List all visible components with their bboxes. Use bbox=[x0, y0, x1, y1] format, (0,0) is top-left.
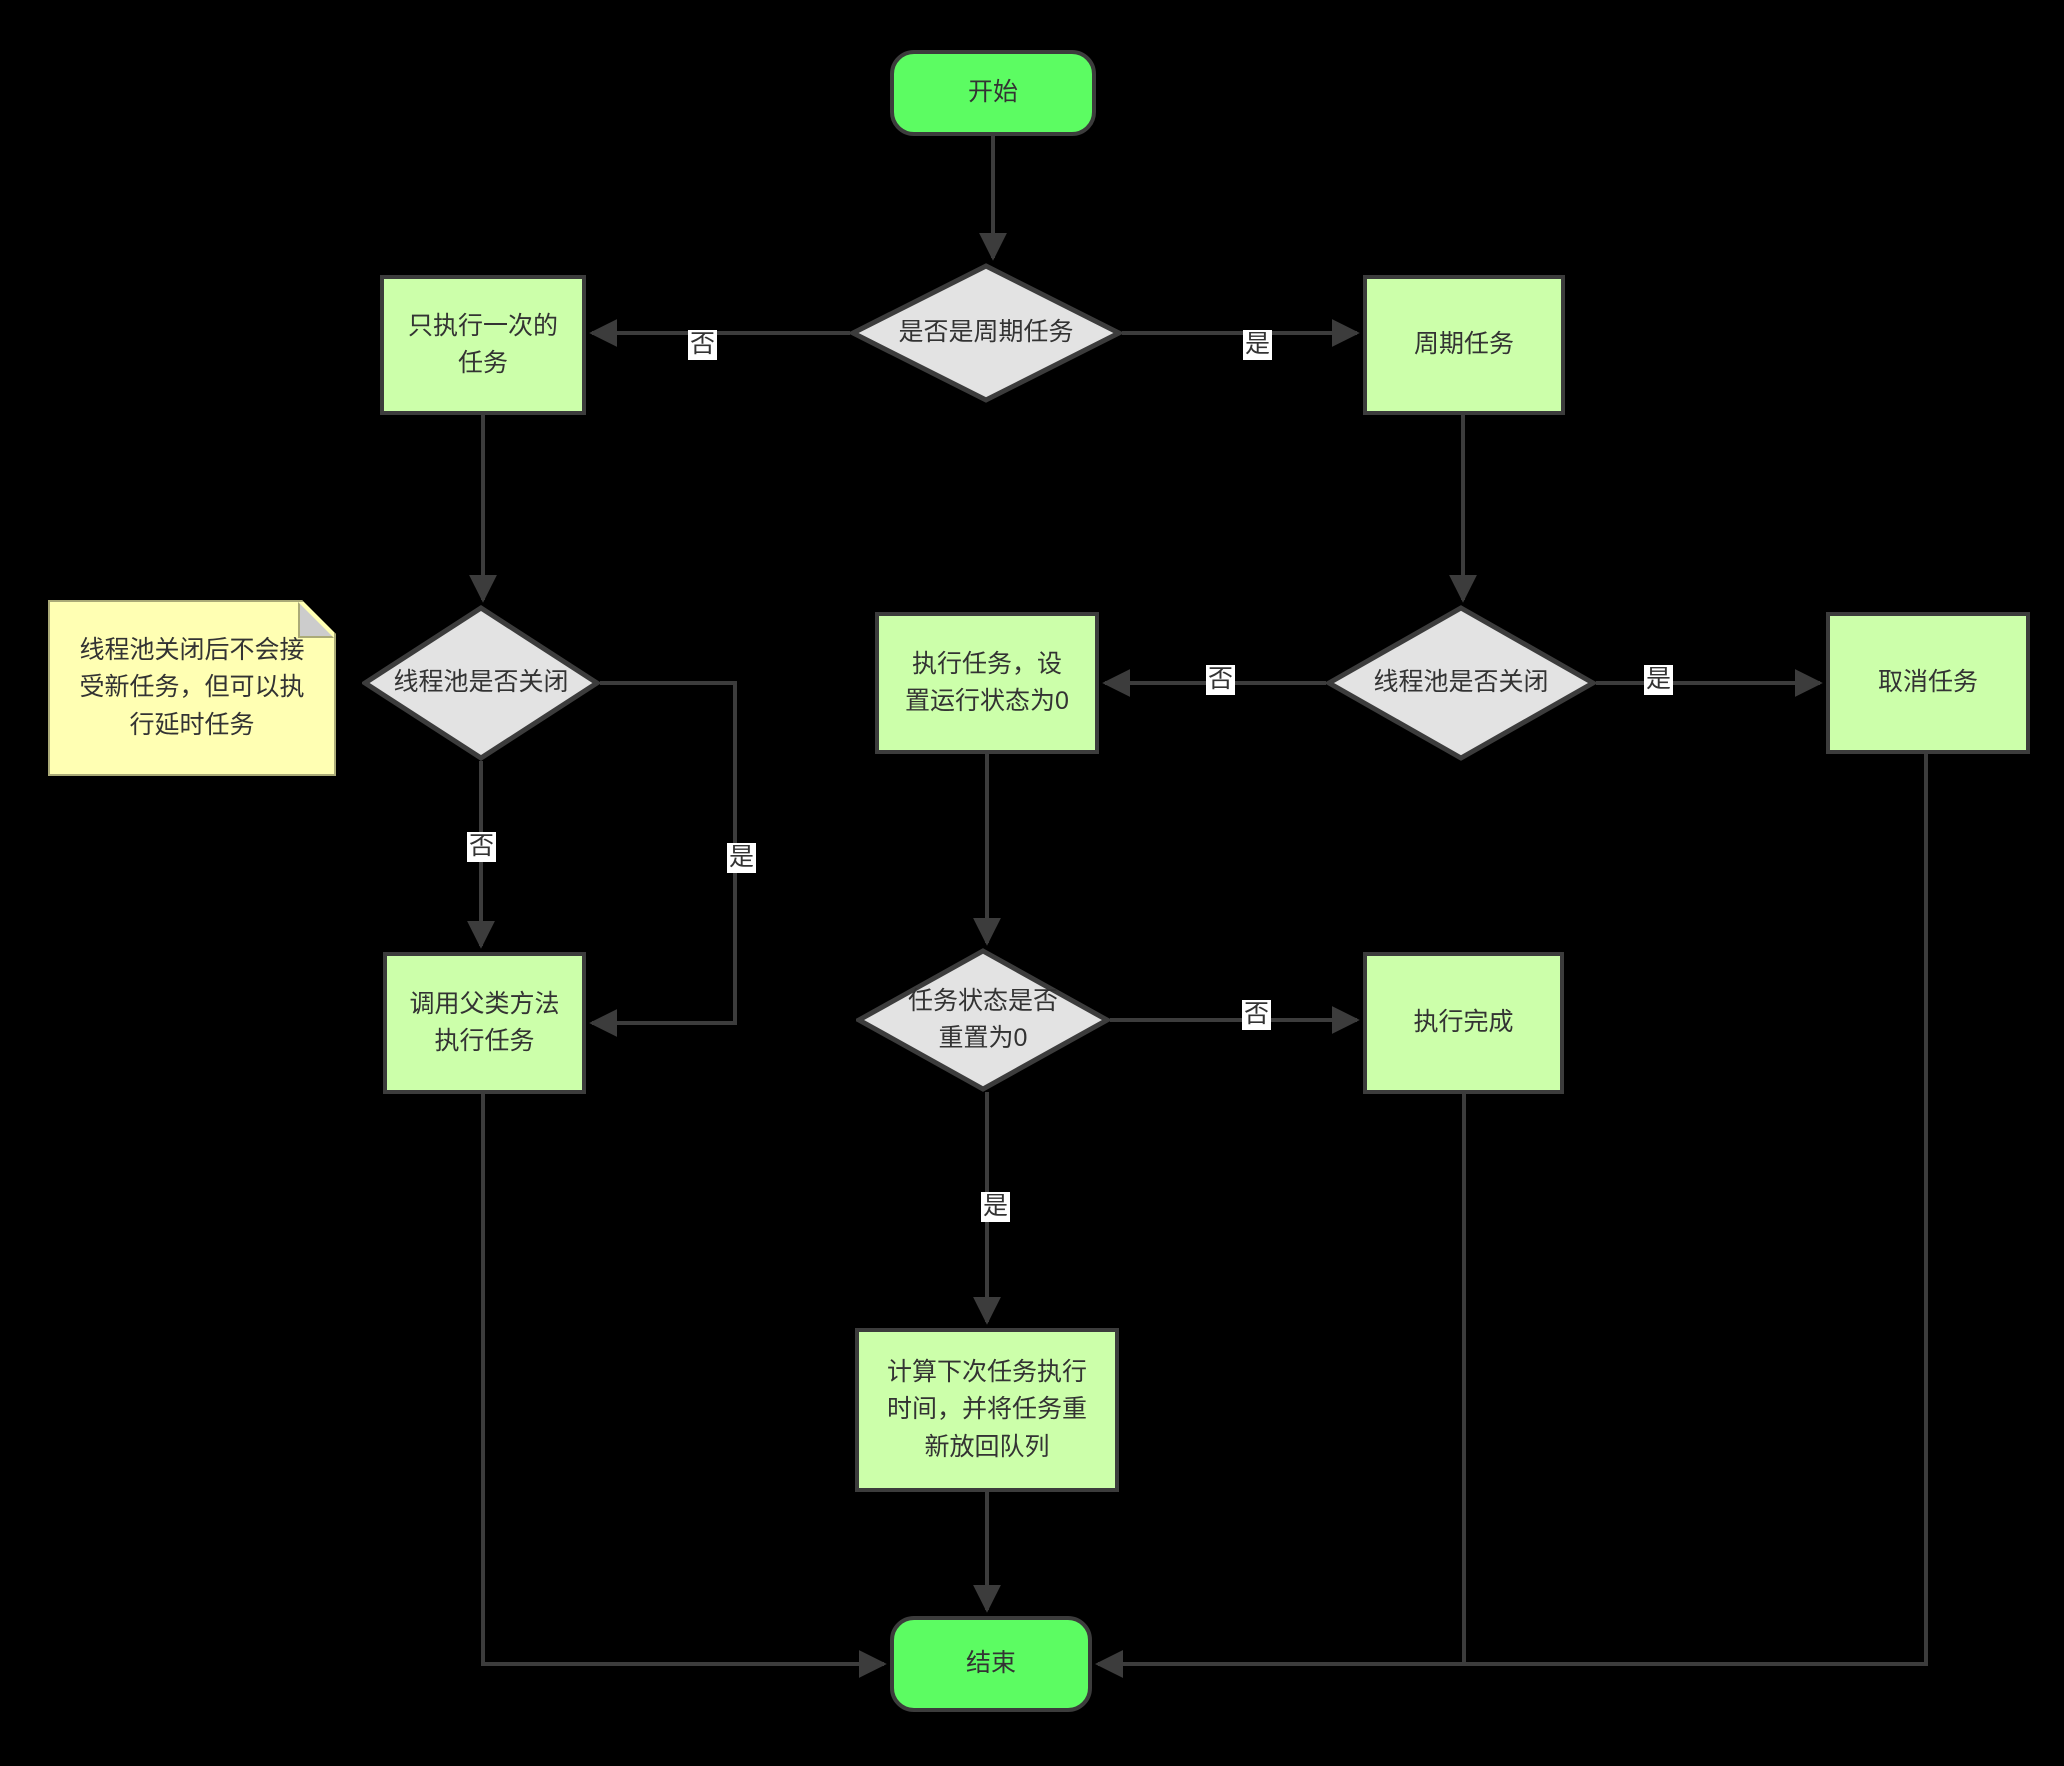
node-finished-label: 执行完成 bbox=[1413, 1008, 1514, 1037]
edge-label-text: 是 bbox=[983, 1192, 1009, 1220]
sticky-note-pool-closed: 线程池关闭后不会接 受新任务，但可以执 行延时任务 bbox=[48, 600, 336, 776]
node-period-task[interactable]: 周期任务 bbox=[1363, 275, 1565, 415]
node-reschedule[interactable]: 计算下次任务执行 时间，并将任务重 新放回队列 bbox=[855, 1328, 1119, 1492]
edge-label-text: 否 bbox=[1244, 1000, 1270, 1028]
node-pool-closed-left-label: 线程池是否关闭 bbox=[393, 668, 569, 697]
edge-label-poolclosedl-no: 否 bbox=[467, 832, 497, 862]
edge-label-statereset-no: 否 bbox=[1242, 1000, 1272, 1030]
node-end[interactable]: 结束 bbox=[890, 1616, 1092, 1712]
node-finished[interactable]: 执行完成 bbox=[1363, 952, 1564, 1094]
node-pool-closed-right-label: 线程池是否关闭 bbox=[1373, 668, 1549, 697]
edge-label-text: 否 bbox=[1208, 665, 1234, 693]
edge-label-isperiodic-yes: 是 bbox=[1243, 330, 1273, 360]
node-once-task[interactable]: 只执行一次的 任务 bbox=[380, 275, 586, 415]
edge-label-poolclosedl-yes: 是 bbox=[727, 843, 757, 873]
node-cancel-task-label: 取消任务 bbox=[1877, 668, 1978, 697]
edge-label-text: 是 bbox=[729, 843, 755, 871]
node-state-reset-label: 任务状态是否 重置为0 bbox=[907, 986, 1058, 1053]
diamond-shape bbox=[1326, 605, 1596, 761]
node-once-task-label: 只执行一次的 任务 bbox=[407, 311, 558, 378]
edge-label-text: 否 bbox=[690, 330, 716, 358]
diamond-shape bbox=[362, 605, 600, 761]
node-period-task-label: 周期任务 bbox=[1413, 330, 1514, 359]
diamond-shape bbox=[850, 263, 1122, 403]
edge-label-poolclosedr-no: 否 bbox=[1206, 665, 1236, 695]
edge-poolclosedl-yes-to-superrun bbox=[589, 681, 737, 1037]
node-pool-closed-left[interactable]: 线程池是否关闭 bbox=[362, 605, 600, 761]
sticky-note-text: 线程池关闭后不会接 受新任务，但可以执 行延时任务 bbox=[79, 635, 305, 739]
node-state-reset[interactable]: 任务状态是否 重置为0 bbox=[856, 948, 1110, 1092]
edge-label-statereset-yes: 是 bbox=[981, 1192, 1011, 1222]
edge-label-text: 是 bbox=[1245, 330, 1271, 358]
node-reschedule-label: 计算下次任务执行 时间，并将任务重 新放回队列 bbox=[886, 1357, 1087, 1461]
node-cancel-task[interactable]: 取消任务 bbox=[1826, 612, 2030, 754]
node-pool-closed-right[interactable]: 线程池是否关闭 bbox=[1326, 605, 1596, 761]
node-is-periodic[interactable]: 是否是周期任务 bbox=[850, 263, 1122, 403]
node-start[interactable]: 开始 bbox=[890, 50, 1096, 136]
edge-label-text: 否 bbox=[469, 832, 495, 860]
node-is-periodic-label: 是否是周期任务 bbox=[898, 318, 1074, 347]
edge-finished-to-end bbox=[1095, 1094, 1466, 1678]
node-run-task[interactable]: 执行任务，设 置运行状态为0 bbox=[875, 612, 1099, 754]
edge-label-poolclosedr-yes: 是 bbox=[1644, 665, 1674, 695]
edge-label-text: 是 bbox=[1646, 665, 1672, 693]
node-super-run-label: 调用父类方法 执行任务 bbox=[409, 989, 560, 1056]
edge-superrun-to-end bbox=[481, 1094, 887, 1678]
node-end-label: 结束 bbox=[965, 1649, 1016, 1678]
diamond-shape bbox=[856, 948, 1110, 1092]
node-super-run[interactable]: 调用父类方法 执行任务 bbox=[383, 952, 586, 1094]
node-start-label: 开始 bbox=[967, 78, 1018, 107]
edge-label-isperiodic-no: 否 bbox=[688, 330, 718, 360]
node-run-task-label: 执行任务，设 置运行状态为0 bbox=[905, 649, 1069, 716]
edge-canceltask-to-end bbox=[1095, 754, 1928, 1678]
